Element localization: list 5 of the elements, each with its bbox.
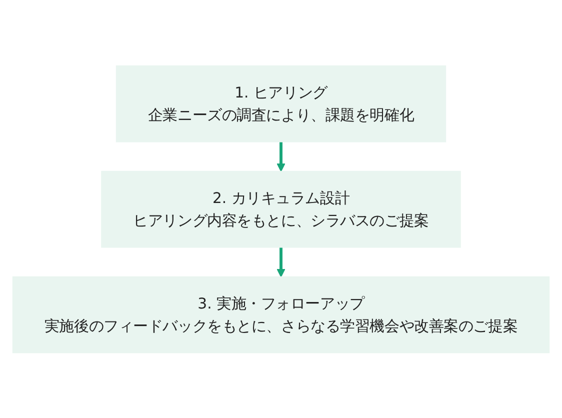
arrow [276, 246, 286, 277]
node-box: 1. ヒアリング 企業ニーズの調査により、課題を明確化 [116, 65, 446, 142]
node-box: 3. 実施・フォローアップ 実施後のフィードバックをもとに、さらなる学習機会や改善案のご提案 [12, 276, 550, 353]
node-box: 2. カリキュラム設計 ヒアリング内容をもとに、シラバスのご提案 [101, 170, 461, 248]
arrow [276, 141, 286, 172]
